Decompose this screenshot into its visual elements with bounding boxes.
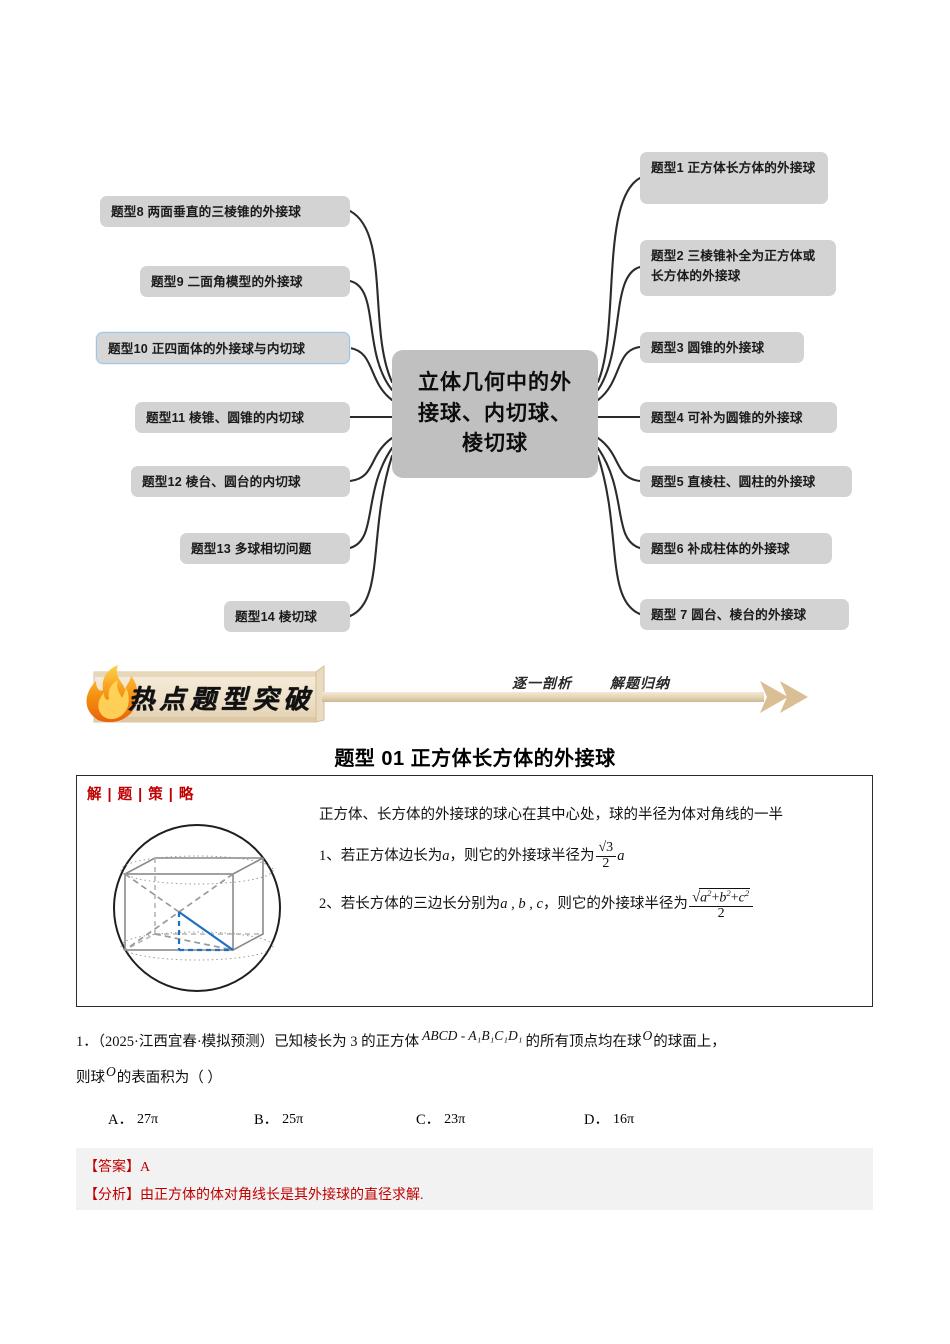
banner-title: 热点题型突破 — [128, 685, 315, 714]
strategy-line-1: 1、若正方体边长为 a ，则它的外接球半径为 √3 2 a — [319, 840, 859, 871]
strategy-line-2-vars: a , b , c — [500, 896, 543, 913]
mindmap-node-t6-label: 题型6 补成柱体的外接球 — [651, 542, 790, 556]
mindmap-node-t5-label: 题型5 直棱柱、圆柱的外接球 — [651, 475, 816, 489]
strategy-line-2-numerator: √a2+b2+c2 — [688, 887, 754, 907]
mindmap-diagram: 立体几何中的外接球、内切球、棱切球 题型1 正方体长方体的外接球 题型2 三棱锥… — [0, 0, 950, 650]
answer-block: 【答案】A 【分析】由正方体的体对角线长是其外接球的直径求解. — [76, 1148, 873, 1210]
banner-subtitle-1: 逐一剖析 — [512, 677, 572, 692]
strategy-line-2-mid: ，则它的外接球半径为 — [542, 896, 688, 913]
strategy-line-1-numerator: √3 — [595, 840, 617, 857]
analysis-line: 【分析】由正方体的体对角线长是其外接球的直径求解. — [84, 1188, 424, 1203]
option-d[interactable]: D．16π — [584, 1108, 634, 1129]
mindmap-center-label: 立体几何中的外接球、内切球、棱切球 — [418, 371, 572, 456]
mindmap-node-t6[interactable]: 题型6 补成柱体的外接球 — [640, 533, 832, 564]
mindmap-node-t12-label: 题型12 棱台、圆台的内切球 — [142, 475, 301, 489]
strategy-line-1-var: a — [442, 847, 450, 864]
question-text-part3: 的球面上， — [653, 1033, 726, 1050]
answer-line: 【答案】A — [84, 1160, 151, 1175]
strategy-line-1-mid: ，则它的外接球半径为 — [449, 847, 595, 864]
question-line-2: 则球O的表面积为（ ） — [76, 1058, 876, 1094]
mindmap-node-t10[interactable]: 题型10 正四面体的外接球与内切球 — [96, 332, 350, 364]
mindmap-node-t8[interactable]: 题型8 两面垂直的三棱锥的外接球 — [100, 196, 350, 227]
strategy-line-2-prefix: 2、若长方体的三边长分别为 — [319, 896, 501, 913]
mindmap-node-t14-label: 题型14 棱切球 — [235, 610, 318, 624]
banner-arrow-bar — [322, 681, 808, 713]
hot-topics-banner: 热点题型突破 逐一剖析 解题归纳 — [72, 663, 862, 735]
mindmap-node-t12[interactable]: 题型12 棱台、圆台的内切球 — [131, 466, 350, 497]
strategy-line-1-prefix: 1、若正方体边长为 — [319, 847, 443, 864]
option-b[interactable]: B．25π — [254, 1108, 303, 1129]
strategy-line-1-denominator: 2 — [602, 855, 610, 871]
option-c-label: C． — [416, 1112, 441, 1128]
question-line2-prefix: 则球 — [76, 1069, 105, 1086]
strategy-line-1-suffix: a — [617, 847, 625, 864]
option-a-value: 27π — [136, 1112, 159, 1127]
option-b-value: 25π — [282, 1112, 304, 1127]
option-b-label: B． — [254, 1112, 279, 1128]
strategy-line-2-denominator: 2 — [717, 905, 725, 921]
question-sphere-label: O — [642, 1028, 653, 1043]
mindmap-node-t10-label: 题型10 正四面体的外接球与内切球 — [108, 342, 306, 356]
question-source: （2025·江西宜春·模拟预测） — [97, 1033, 275, 1050]
mindmap-node-t1[interactable]: 题型1 正方体长方体的外接球 — [640, 152, 828, 204]
strategy-box: 解 | 题 | 策 | 略 正方体、长方体的外 — [76, 775, 873, 1007]
mindmap-node-t4-label: 题型4 可补为圆锥的外接球 — [651, 411, 803, 425]
strategy-label: 解 | 题 | 策 | 略 — [87, 787, 195, 803]
question-line2-suffix: 的表面积为（ ） — [116, 1069, 222, 1086]
mindmap-node-t9[interactable]: 题型9 二面角模型的外接球 — [140, 266, 350, 297]
mindmap-node-t5[interactable]: 题型5 直棱柱、圆柱的外接球 — [640, 466, 852, 497]
question-text-part2: 的所有顶点均在球 — [525, 1033, 642, 1050]
mindmap-node-t4[interactable]: 题型4 可补为圆锥的外接球 — [640, 402, 837, 433]
mindmap-node-t2[interactable]: 题型2 三棱锥补全为正方体或长方体的外接球 — [640, 240, 836, 296]
banner-graphics — [86, 665, 808, 723]
mindmap-connectors — [348, 176, 642, 618]
mindmap-center-node[interactable]: 立体几何中的外接球、内切球、棱切球 — [392, 350, 598, 478]
strategy-line-2: 2、若长方体的三边长分别为 a , b , c ，则它的外接球半径为 √a2+b… — [319, 887, 859, 922]
mindmap-node-t7-label: 题型 7 圆台、棱台的外接球 — [651, 608, 807, 622]
sphere-with-cuboid-diagram — [113, 824, 281, 992]
option-d-value: 16π — [612, 1112, 635, 1127]
strategy-text: 正方体、长方体的外接球的球心在其中心处，球的半径为体对角线的一半 1、若正方体边… — [319, 804, 859, 938]
mindmap-node-t8-label: 题型8 两面垂直的三棱锥的外接球 — [111, 205, 302, 219]
question-line2-sphere: O — [106, 1063, 116, 1079]
mindmap-node-t7[interactable]: 题型 7 圆台、棱台的外接球 — [640, 599, 849, 630]
section-title: 题型 01 正方体长方体的外接球 — [334, 748, 616, 770]
mindmap-node-t11-label: 题型11 棱锥、圆锥的内切球 — [146, 411, 305, 425]
mindmap-node-t3-label: 题型3 圆锥的外接球 — [651, 341, 765, 355]
mindmap-node-t13-label: 题型13 多球相切问题 — [191, 542, 312, 556]
question-number: 1． — [76, 1033, 98, 1050]
option-c-value: 23π — [444, 1112, 466, 1127]
mindmap-node-t14[interactable]: 题型14 棱切球 — [224, 601, 350, 632]
strategy-line-2-fraction: √a2+b2+c2 2 — [688, 887, 754, 922]
strategy-line-1-fraction: √3 2 — [595, 840, 617, 871]
option-c[interactable]: C．23π — [416, 1108, 465, 1129]
flame-icon — [86, 665, 138, 723]
mindmap-node-t1-label: 题型1 正方体长方体的外接球 — [651, 161, 816, 175]
mindmap-node-t2-label: 题型2 三棱锥补全为正方体或长方体的外接球 — [651, 249, 816, 283]
banner-subtitle-2: 解题归纳 — [610, 677, 670, 692]
option-a[interactable]: A．27π — [108, 1108, 158, 1129]
question-text-part1: 已知棱长为 3 的正方体 — [274, 1033, 420, 1050]
mindmap-node-t3[interactable]: 题型3 圆锥的外接球 — [640, 332, 804, 363]
mindmap-node-t9-label: 题型9 二面角模型的外接球 — [151, 275, 303, 289]
mindmap-node-t13[interactable]: 题型13 多球相切问题 — [180, 533, 350, 564]
question-solid-label: ABCD - A₁B₁C₁D₁ — [422, 1028, 523, 1043]
mindmap-node-t11[interactable]: 题型11 棱锥、圆锥的内切球 — [135, 402, 350, 433]
strategy-line-0: 正方体、长方体的外接球的球心在其中心处，球的半径为体对角线的一半 — [319, 807, 783, 823]
option-a-label: A． — [108, 1112, 133, 1128]
option-d-label: D． — [584, 1112, 609, 1128]
